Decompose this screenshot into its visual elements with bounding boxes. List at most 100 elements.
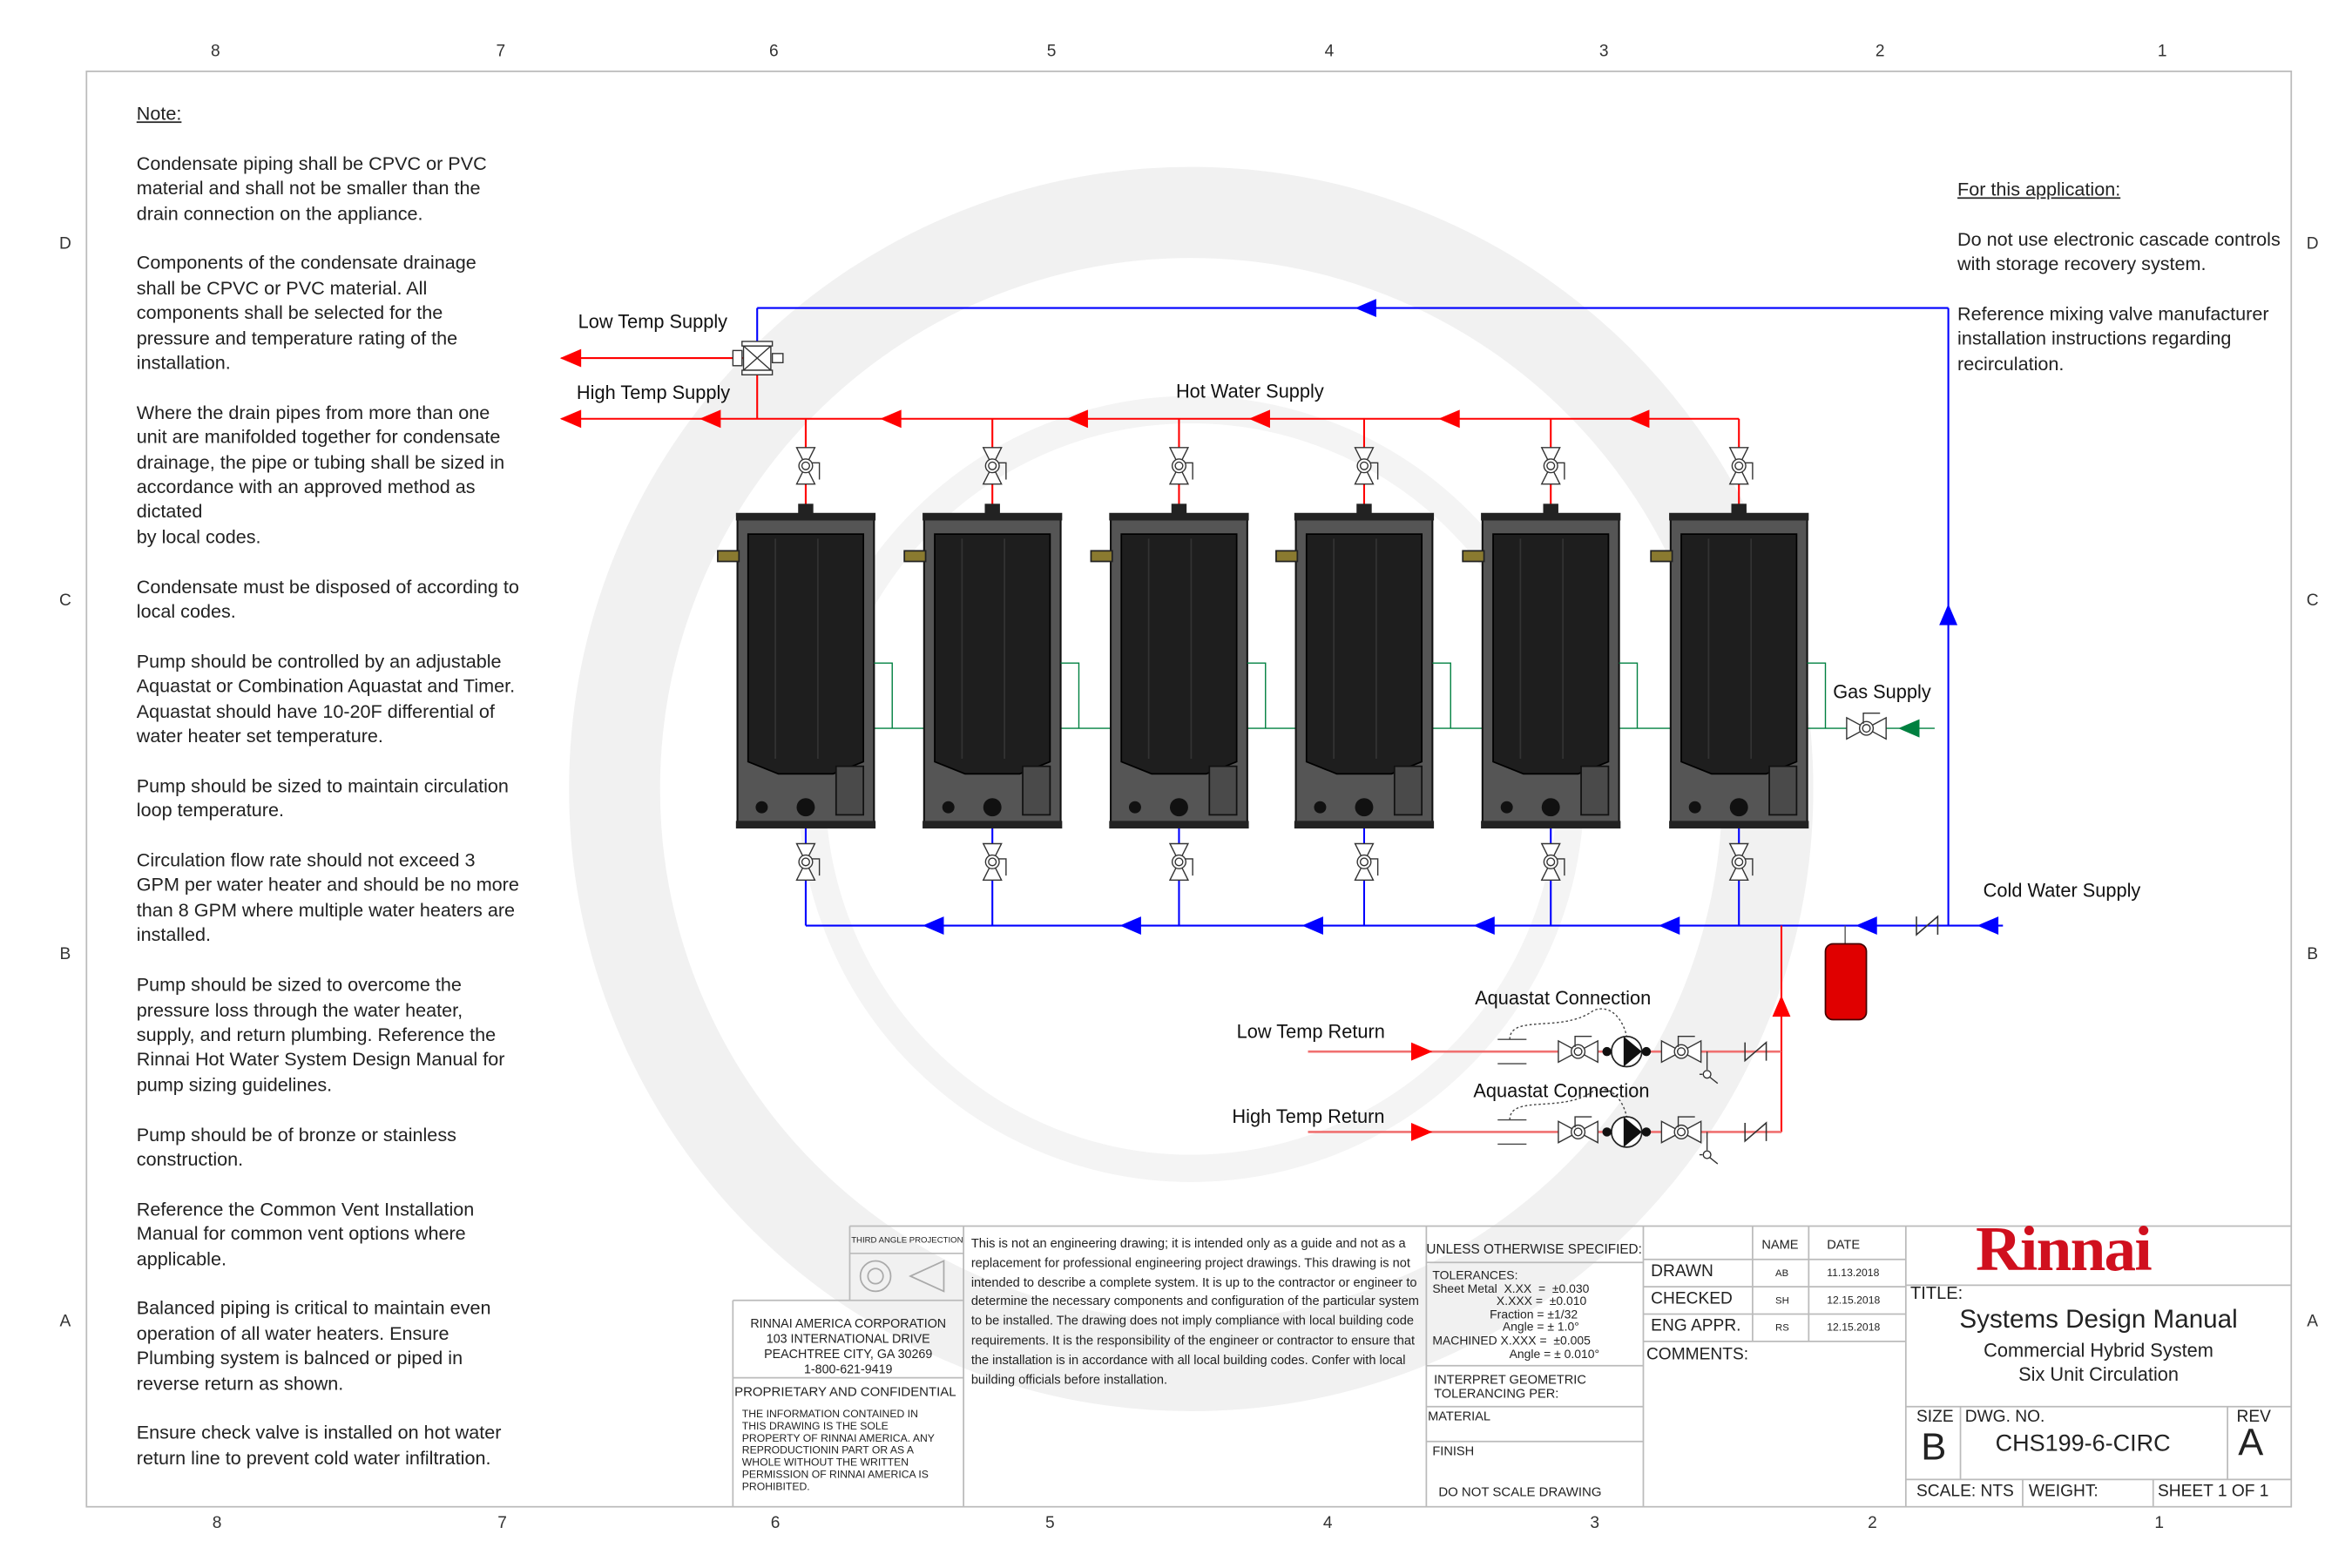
note-paragraph: Components of the condensate drainage sh… — [136, 252, 476, 374]
storage-water-heater — [717, 504, 893, 829]
check-valve-icon — [1744, 1040, 1767, 1063]
zone-marker-top: 7 — [496, 42, 506, 61]
name-header: NAME — [1761, 1236, 1799, 1253]
zone-marker-left: A — [59, 1312, 71, 1331]
flow-arrow-icon — [1977, 916, 1999, 936]
ball-valve-icon — [1168, 842, 1193, 881]
storage-water-heater — [1462, 504, 1639, 829]
flow-arrow-icon — [1772, 995, 1791, 1017]
note-paragraph: Condensate piping shall be CPVC or PVC m… — [136, 152, 487, 225]
rev-value: A — [2238, 1422, 2264, 1464]
ball-valve-icon — [1660, 1116, 1702, 1144]
flow-arrow-icon — [1855, 916, 1877, 936]
approval-date: 11.13.2018 — [1827, 1268, 1880, 1280]
flow-arrow-icon — [1473, 916, 1495, 936]
proprietary-heading: PROPRIETARY AND CONFIDENTIAL — [734, 1383, 956, 1400]
approval-name: RS — [1775, 1322, 1789, 1335]
mixing-valve-icon — [732, 341, 784, 375]
third-angle-projection-label: THIRD ANGLE PROJECTION — [851, 1236, 963, 1247]
zone-marker-top: 1 — [2157, 42, 2167, 61]
approval-date: 12.15.2018 — [1827, 1295, 1881, 1307]
note-paragraph: Pump should be sized to overcome the pre… — [136, 974, 505, 1096]
aquastat-sensor-icon — [1497, 1008, 1627, 1064]
zone-marker-bottom: 6 — [770, 1514, 781, 1533]
drawing-subtitle-1: Commercial Hybrid System — [1984, 1340, 2213, 1362]
label-hot-water-supply: Hot Water Supply — [1176, 380, 1324, 402]
gas-flow-arrow-icon — [1898, 719, 1920, 738]
zone-marker-top: 3 — [1598, 42, 1609, 61]
label-low-temp-return: Low Temp Return — [1237, 1020, 1385, 1042]
zone-marker-right: C — [2306, 591, 2319, 611]
zone-marker-left: B — [59, 945, 71, 964]
note-paragraph: Pump should be of bronze or stainless co… — [136, 1123, 456, 1170]
approval-role: DRAWN — [1651, 1262, 1713, 1281]
unless-otherwise-specified: UNLESS OTHERWISE SPECIFIED: — [1426, 1240, 1642, 1257]
material-label: MATERIAL — [1428, 1408, 1491, 1423]
flow-arrow-icon — [1410, 1123, 1433, 1141]
rinnai-logo: Rinnai — [1975, 1215, 2153, 1286]
zone-marker-right: B — [2307, 945, 2319, 964]
circulator-pump-icon — [1602, 1035, 1652, 1068]
flow-arrow-icon — [559, 348, 582, 368]
flow-arrow-icon — [559, 409, 582, 429]
storage-water-heater — [1275, 504, 1451, 829]
zone-marker-left: D — [58, 234, 71, 253]
note-paragraph: Balanced piping is critical to maintain … — [136, 1297, 491, 1395]
label-high-temp-supply: High Temp Supply — [577, 382, 730, 403]
ball-valve-icon — [1540, 447, 1565, 485]
notes-heading: Note: — [136, 103, 182, 125]
flow-arrow-icon — [1119, 916, 1141, 936]
zone-marker-bottom: 3 — [1590, 1514, 1600, 1533]
note-paragraph: Reference the Common Vent Installation M… — [136, 1198, 475, 1270]
ball-valve-icon — [1540, 842, 1565, 881]
ball-valve-icon — [1728, 842, 1754, 881]
drawing-title: Systems Design Manual — [1959, 1305, 2238, 1335]
flow-arrow-icon — [1658, 916, 1680, 936]
storage-water-heater — [903, 504, 1080, 829]
label-low-temp-supply: Low Temp Supply — [578, 310, 728, 332]
aquastat-sensor-icon — [1497, 1088, 1627, 1146]
date-header: DATE — [1827, 1236, 1861, 1253]
size-label: SIZE — [1916, 1408, 1954, 1427]
application-note-paragraph: Do not use electronic cascade controls w… — [1957, 228, 2281, 275]
dwg-no-label: DWG. NO. — [1964, 1408, 2045, 1427]
zone-marker-bottom: 1 — [2154, 1514, 2165, 1533]
flow-arrow-icon — [1301, 916, 1323, 936]
ball-valve-icon — [1846, 712, 1887, 740]
zone-marker-top: 6 — [769, 42, 779, 61]
zone-marker-bottom: 2 — [1868, 1514, 1877, 1533]
label-gas-supply: Gas Supply — [1833, 680, 1931, 702]
finish-label: FINISH — [1432, 1443, 1475, 1458]
zone-marker-top: 5 — [1046, 42, 1057, 61]
label-aquastat-connection-high: Aquastat Connection — [1473, 1079, 1649, 1101]
flow-arrow-icon — [1438, 409, 1460, 429]
application-notes-panel: For this application: Do not use electro… — [1957, 178, 2299, 402]
ball-valve-icon — [1558, 1036, 1598, 1064]
approval-role: CHECKED — [1651, 1289, 1733, 1308]
title-label: TITLE: — [1910, 1285, 1963, 1304]
zone-marker-bottom: 7 — [497, 1514, 507, 1533]
interpret-geometric-tolerancing: INTERPRET GEOMETRIC TOLERANCING PER: — [1434, 1371, 1586, 1401]
label-aquastat-connection-low: Aquastat Connection — [1475, 987, 1651, 1009]
ball-valve-icon — [1558, 1116, 1598, 1144]
scale-label: SCALE: NTS — [1916, 1482, 2014, 1501]
notes-panel: Note: Condensate piping shall be CPVC or… — [137, 102, 546, 1496]
ball-valve-icon — [795, 842, 821, 881]
approval-name: AB — [1775, 1268, 1789, 1280]
zone-marker-right: A — [2307, 1312, 2319, 1331]
flow-arrow-icon — [1066, 409, 1088, 429]
sheet-label: SHEET 1 OF 1 — [2157, 1482, 2269, 1501]
third-angle-projection-icon — [859, 1260, 945, 1293]
circulator-pump-icon — [1602, 1116, 1652, 1148]
flow-arrow-icon — [1939, 604, 1958, 625]
tolerances: TOLERANCES: Sheet Metal X.XX = ±0.030 X.… — [1432, 1268, 1600, 1361]
comments-label: COMMENTS: — [1646, 1346, 1749, 1364]
flow-arrow-icon — [1410, 1042, 1433, 1061]
company-address: RINNAI AMERICA CORPORATION 103 INTERNATI… — [750, 1316, 947, 1376]
flow-arrow-icon — [1355, 299, 1376, 318]
weight-label: WEIGHT: — [2028, 1482, 2099, 1501]
zone-marker-top: 2 — [1875, 42, 1885, 61]
